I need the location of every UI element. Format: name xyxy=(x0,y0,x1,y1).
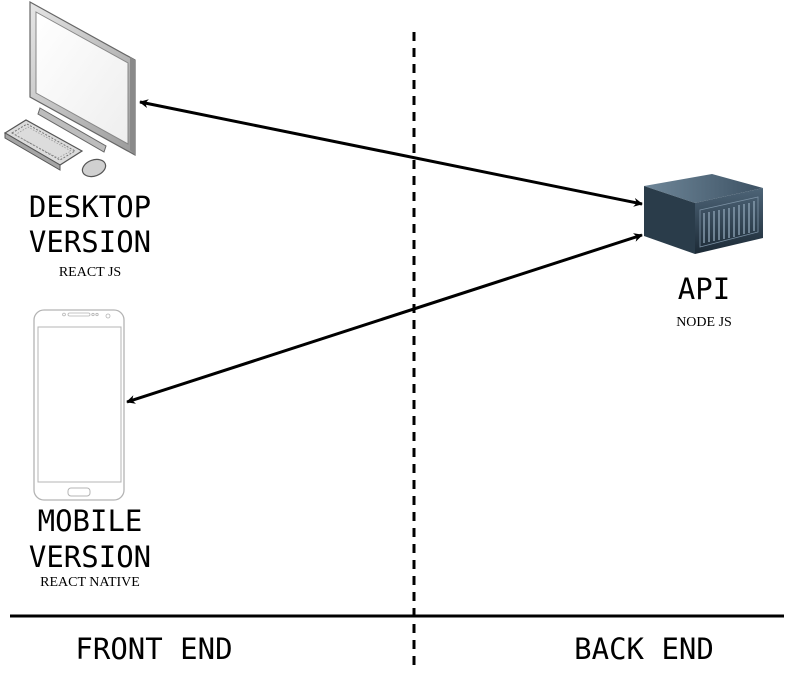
mobile-title-line2: VERSION xyxy=(29,540,151,574)
desktop-title-line2: VERSION xyxy=(29,225,151,259)
api-title: API xyxy=(678,272,730,306)
smartphone-icon xyxy=(33,309,125,501)
desktop-computer-icon xyxy=(3,0,136,178)
desktop-subtitle: REACT JS xyxy=(59,265,121,280)
mobile-api-arrow xyxy=(126,233,643,404)
mobile-subtitle: REACT NATIVE xyxy=(40,575,140,590)
api-subtitle: NODE JS xyxy=(676,315,732,330)
mobile-title-line1: MOBILE xyxy=(38,504,143,538)
back-end-label: BACK END xyxy=(574,632,714,666)
desktop-api-arrow xyxy=(139,99,643,207)
desktop-title-line1: DESKTOP xyxy=(29,190,151,224)
front-end-label: FRONT END xyxy=(75,632,232,666)
server-icon xyxy=(644,174,763,254)
